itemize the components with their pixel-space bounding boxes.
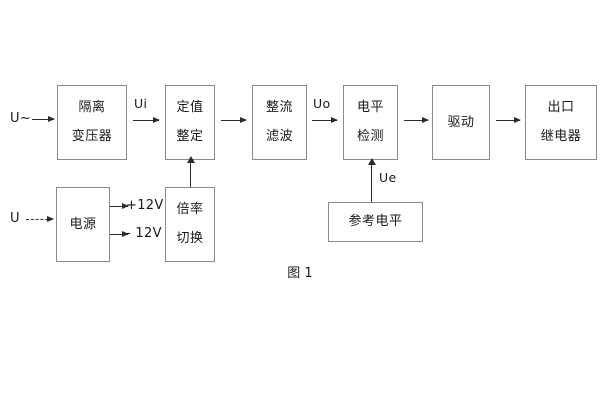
block-isolation-transformer: 隔离 变压器 — [57, 85, 127, 160]
block-multiplier-switch: 倍率 切换 — [165, 187, 215, 262]
signal-ui-label: Ui — [134, 96, 148, 111]
block-setpoint-adjust-line1: 定值 — [176, 100, 204, 116]
arrow-dc-to-power-supply — [26, 216, 54, 223]
block-rectify-filter-line1: 整流 — [265, 100, 293, 116]
arrow-setpoint-to-rectify-filter — [221, 117, 247, 124]
block-isolation-transformer-line2: 变压器 — [71, 129, 113, 144]
block-drive: 驱动 — [432, 85, 490, 160]
signal-ue-label: Ue — [379, 170, 397, 185]
block-power-supply-line1: 电源 — [69, 216, 97, 232]
arrow-rail-negative — [110, 231, 129, 238]
block-reference-level-line1: 参考电平 — [348, 214, 403, 230]
block-output-relay: 出口 继电器 — [525, 85, 597, 160]
block-output-relay-line2: 继电器 — [540, 129, 582, 144]
block-multiplier-switch-line1: 倍率 — [176, 202, 204, 218]
block-isolation-transformer-line1: 隔离 — [78, 100, 106, 116]
block-rectify-filter-line2: 滤波 — [265, 129, 293, 144]
block-reference-level: 参考电平 — [328, 202, 423, 242]
block-drive-line1: 驱动 — [447, 114, 475, 130]
block-power-supply: 电源 — [56, 187, 110, 262]
input-dc-label: U — [10, 211, 20, 226]
arrow-multiplier-switch-to-setpoint — [186, 156, 195, 187]
signal-uo-label: Uo — [313, 96, 331, 111]
arrow-isolation-transformer-to-setpoint — [133, 117, 160, 124]
input-ac-label: U~ — [10, 111, 32, 126]
arrow-level-detect-to-drive — [404, 117, 429, 124]
block-setpoint-adjust: 定值 整定 — [165, 85, 215, 160]
block-rectify-filter: 整流 滤波 — [252, 85, 307, 160]
block-output-relay-line1: 出口 — [547, 100, 575, 116]
arrow-rectify-filter-to-level-detect — [312, 117, 338, 124]
block-level-detect: 电平 检测 — [343, 85, 398, 160]
arrow-rail-positive — [110, 203, 129, 210]
arrow-ac-to-isolation-transformer — [32, 116, 55, 123]
block-setpoint-adjust-line2: 整定 — [176, 129, 204, 144]
arrow-drive-to-output-relay — [496, 117, 521, 124]
block-level-detect-line1: 电平 — [356, 100, 384, 116]
rail-negative-label: - 12V — [126, 226, 162, 241]
block-level-detect-line2: 检测 — [356, 129, 384, 144]
rail-positive-label: +12V — [126, 198, 164, 213]
figure-caption: 图 1 — [287, 266, 313, 281]
arrow-reference-level-to-level-detect — [367, 158, 376, 202]
block-multiplier-switch-line2: 切换 — [176, 231, 204, 246]
